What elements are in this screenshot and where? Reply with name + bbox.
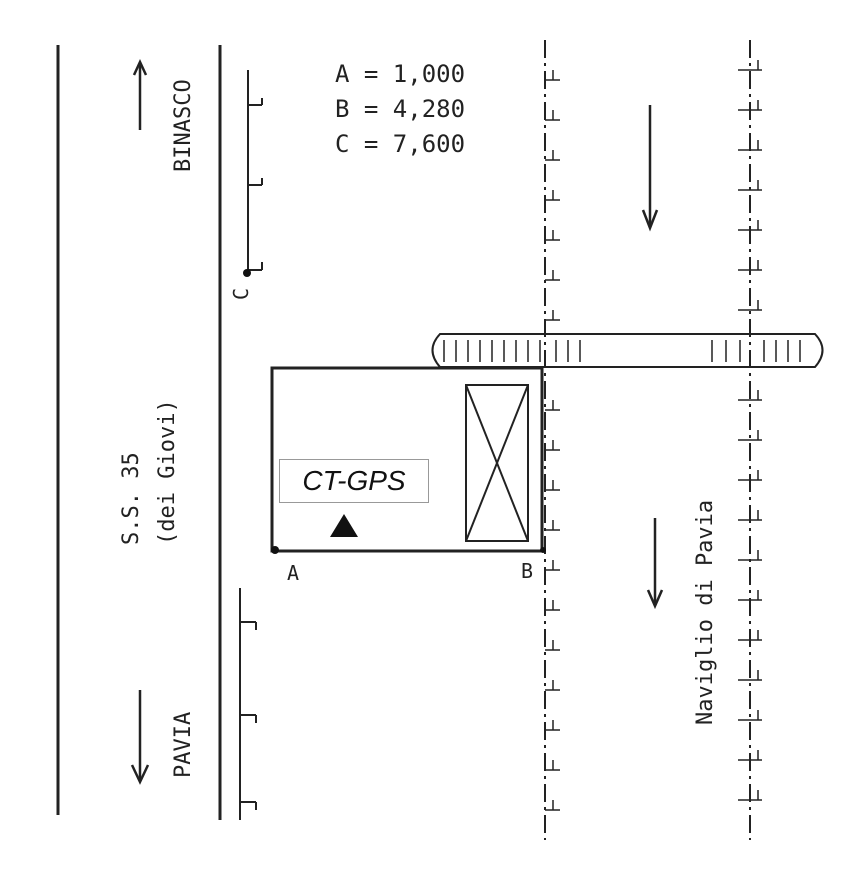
canal-ticks	[545, 60, 762, 811]
label-point-a: A	[287, 561, 299, 585]
label-road-line2: (dei Giovi)	[155, 399, 180, 545]
bridge-hatching	[443, 340, 801, 362]
gps-marker-icon	[330, 514, 358, 537]
gps-station-label: CT-GPS	[279, 459, 429, 503]
point-c-marker	[243, 269, 251, 277]
arrow-south-icon	[130, 690, 150, 785]
point-b-marker	[540, 547, 546, 553]
label-canal: Naviglio di Pavia	[693, 500, 718, 725]
point-a-marker	[271, 546, 279, 554]
label-point-b: B	[521, 559, 533, 583]
legend-c: C = 7,600	[335, 130, 465, 158]
canal-flow-arrow-south-icon	[646, 518, 664, 610]
label-road-line1: S.S. 35	[119, 452, 144, 545]
arrow-north-icon	[132, 59, 148, 130]
station-enclosure	[270, 366, 544, 553]
fence-south	[239, 588, 257, 820]
legend-a: A = 1,000	[335, 60, 465, 88]
canal-flow-arrow-north-icon	[641, 105, 659, 232]
label-binasco: BINASCO	[171, 79, 196, 172]
label-point-c: C	[229, 288, 253, 300]
label-pavia: PAVIA	[171, 712, 196, 778]
bridge-crossing	[431, 333, 824, 368]
equipment-box	[465, 384, 529, 542]
legend-b: B = 4,280	[335, 95, 465, 123]
fence-north	[247, 70, 263, 275]
